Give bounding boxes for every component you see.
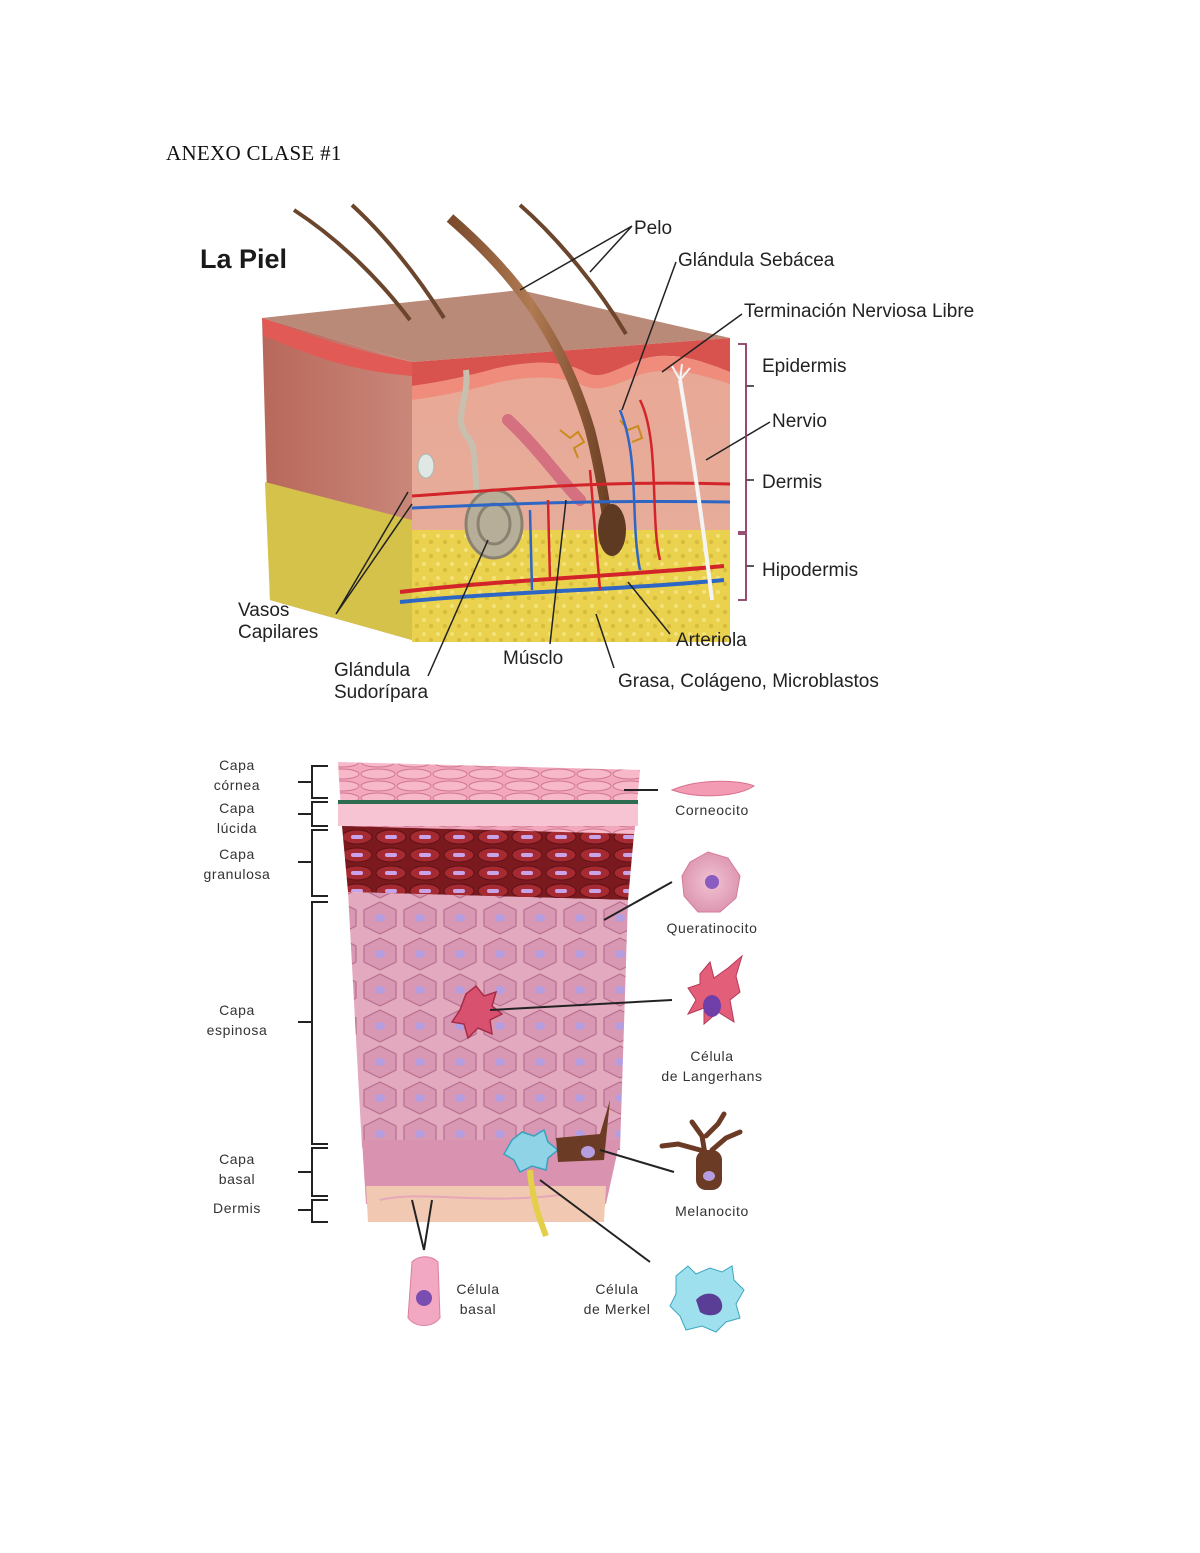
merkel-cell-icon	[669, 1265, 745, 1333]
label-dermis-layer: Dermis	[213, 1200, 261, 1216]
skin-block-illustration	[262, 203, 731, 642]
label-capa-lucida-1: Capa	[219, 800, 255, 816]
label-arteriola: Arteriola	[676, 630, 747, 651]
label-terminacion-nerviosa: Terminación Nerviosa Libre	[744, 301, 974, 322]
label-musculo: Músclo	[503, 648, 563, 669]
label-capa-cornea-1: Capa	[219, 757, 255, 773]
skin-diagram-title: La Piel	[200, 244, 287, 274]
label-hipodermis: Hipodermis	[762, 560, 858, 581]
cell-leader-lines	[411, 789, 675, 1263]
label-celula-basal-2: basal	[460, 1301, 496, 1317]
label-langerhans-1: Célula	[690, 1048, 733, 1064]
label-capa-granulosa-2: granulosa	[204, 866, 271, 882]
corneocito-icon	[670, 780, 756, 797]
label-vasos: Vasos	[238, 600, 289, 621]
label-sudoripara: Sudorípara	[334, 682, 428, 703]
label-capa-lucida-2: lúcida	[217, 820, 257, 836]
label-capa-espinosa-1: Capa	[219, 1002, 255, 1018]
label-capa-cornea-2: córnea	[214, 777, 260, 793]
label-grasa: Grasa, Colágeno, Microblastos	[618, 671, 879, 692]
label-capa-basal-2: basal	[219, 1171, 255, 1187]
label-capa-granulosa-1: Capa	[219, 846, 255, 862]
label-glandula-sebacea: Glándula Sebácea	[678, 250, 835, 271]
label-melanocito: Melanocito	[675, 1203, 749, 1219]
document-title: ANEXO CLASE #1	[166, 141, 342, 165]
melanocito-icon	[659, 1111, 743, 1190]
label-merkel-1: Célula	[595, 1281, 638, 1297]
layer-brackets	[298, 765, 328, 1223]
label-nervio: Nervio	[772, 411, 827, 432]
epidermis-illustration	[338, 762, 640, 1238]
label-pelo: Pelo	[634, 218, 672, 239]
label-merkel-2: de Merkel	[584, 1301, 651, 1317]
label-capilares: Capilares	[238, 622, 318, 643]
label-corneocito: Corneocito	[675, 802, 749, 818]
label-langerhans-2: de Langerhans	[661, 1068, 762, 1084]
label-dermis: Dermis	[762, 472, 822, 493]
queratinocito-icon	[681, 851, 741, 913]
label-queratinocito: Queratinocito	[666, 920, 757, 936]
label-epidermis: Epidermis	[762, 356, 846, 377]
label-capa-espinosa-2: espinosa	[207, 1022, 268, 1038]
label-glandula: Glándula	[334, 660, 410, 681]
celula-basal-icon	[407, 1256, 441, 1326]
langerhans-cell-icon	[686, 954, 743, 1026]
label-capa-basal-1: Capa	[219, 1151, 255, 1167]
label-celula-basal-1: Célula	[456, 1281, 499, 1297]
